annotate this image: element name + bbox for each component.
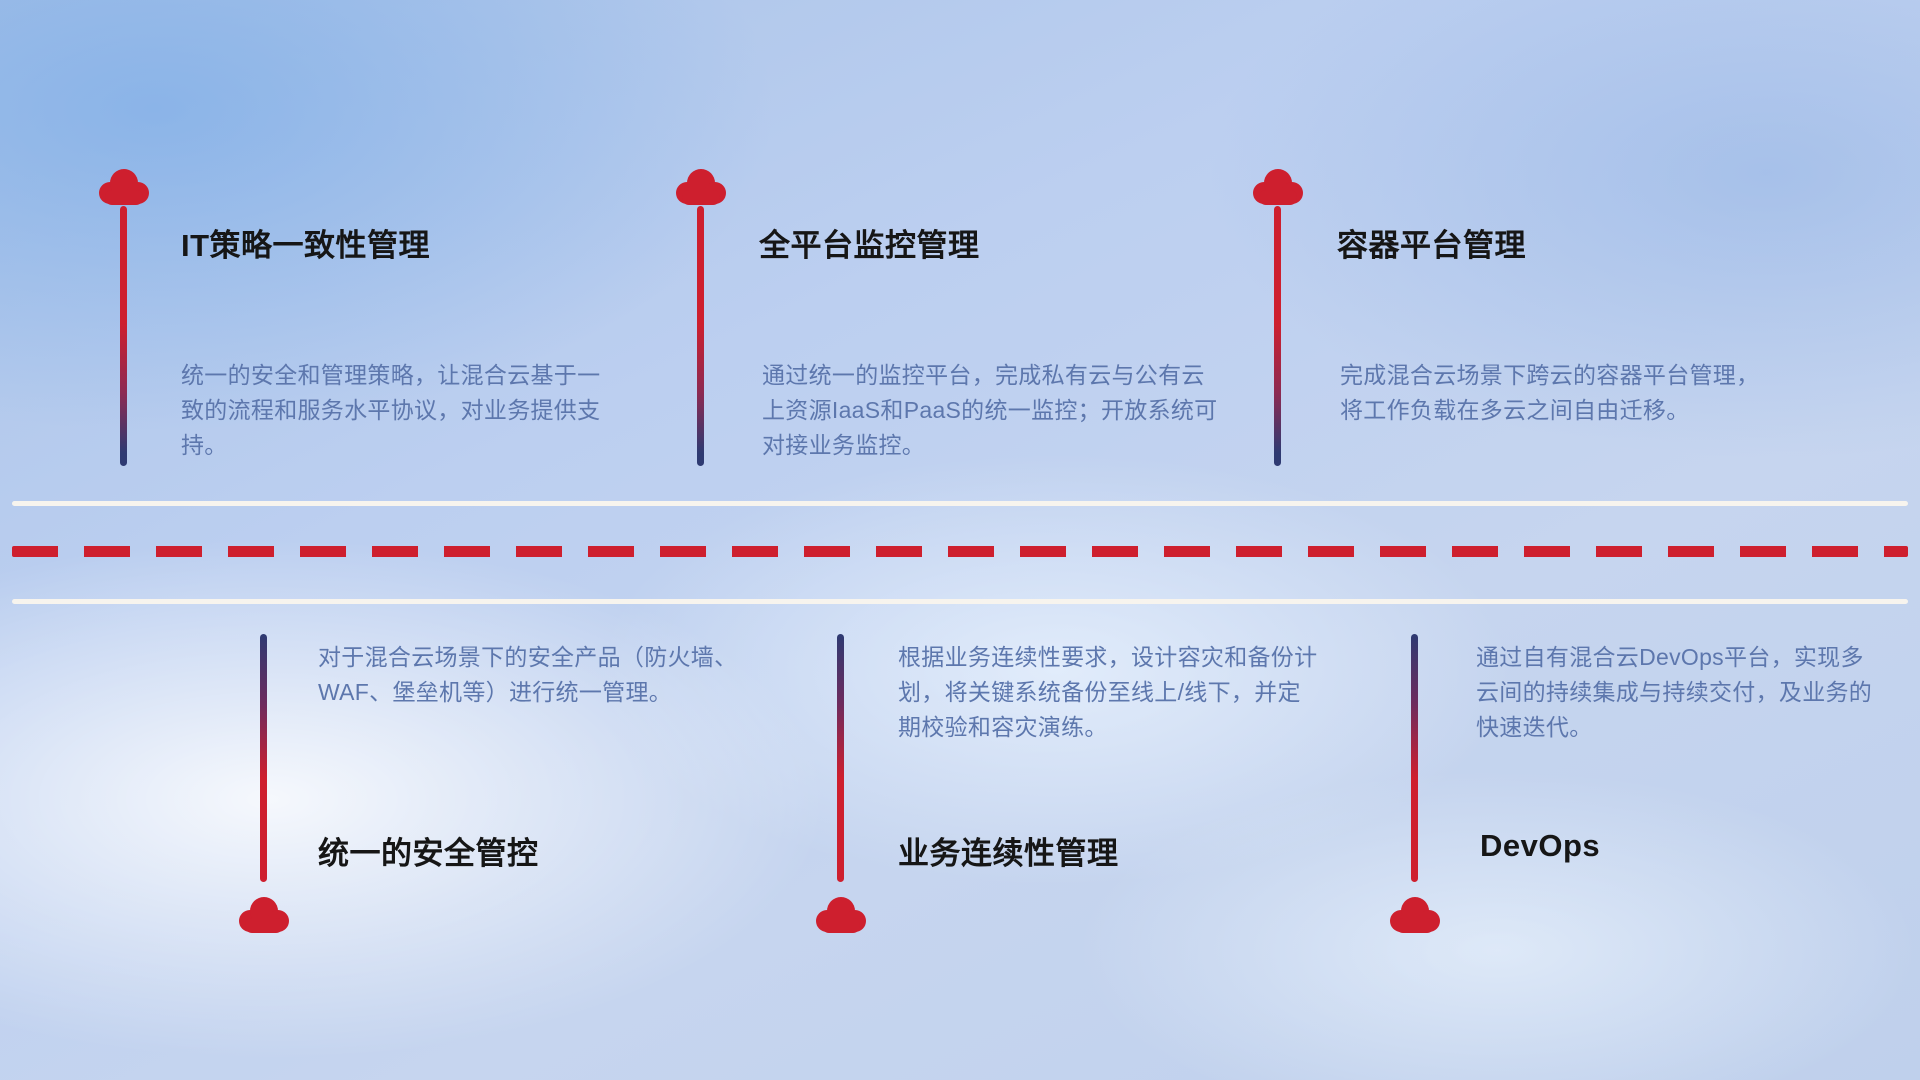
cloud-icon bbox=[96, 168, 152, 206]
item-title: 业务连续性管理 bbox=[898, 836, 1119, 871]
item-description: 通过自有混合云DevOps平台，实现多云间的持续集成与持续交付，及业务的快速迭代… bbox=[1476, 644, 1873, 740]
item-description: 对于混合云场景下的安全产品（防火墙、WAF、堡垒机等）进行统一管理。 bbox=[318, 644, 738, 705]
item-title: 容器平台管理 bbox=[1337, 228, 1526, 263]
connector-line bbox=[120, 206, 127, 466]
cloud-icon bbox=[1250, 168, 1306, 206]
connector-line bbox=[1274, 206, 1281, 466]
cloud-icon bbox=[673, 168, 729, 206]
item-title: DevOps bbox=[1480, 828, 1601, 863]
item-description: 根据业务连续性要求，设计容灾和备份计划，将关键系统备份至线上/线下，并定期校验和… bbox=[898, 644, 1318, 740]
connector-line bbox=[260, 634, 267, 882]
cloud-icon bbox=[236, 896, 292, 934]
item-title: 全平台监控管理 bbox=[759, 228, 980, 263]
item-description: 完成混合云场景下跨云的容器平台管理，将工作负载在多云之间自由迁移。 bbox=[1340, 362, 1760, 423]
connector-line bbox=[1411, 634, 1418, 882]
connector-line bbox=[837, 634, 844, 882]
item-title: IT策略一致性管理 bbox=[181, 228, 431, 263]
timeline-upper-line bbox=[12, 501, 1908, 506]
timeline-dashed-line bbox=[12, 546, 1908, 557]
item-title: 统一的安全管控 bbox=[318, 836, 539, 871]
item-description: 通过统一的监控平台，完成私有云与公有云上资源IaaS和PaaS的统一监控；开放系… bbox=[762, 362, 1218, 458]
timeline-lower-line bbox=[12, 599, 1908, 604]
connector-line bbox=[697, 206, 704, 466]
item-description: 统一的安全和管理策略，让混合云基于一致的流程和服务水平协议，对业务提供支持。 bbox=[181, 362, 601, 458]
cloud-icon bbox=[813, 896, 869, 934]
cloud-icon bbox=[1387, 896, 1443, 934]
